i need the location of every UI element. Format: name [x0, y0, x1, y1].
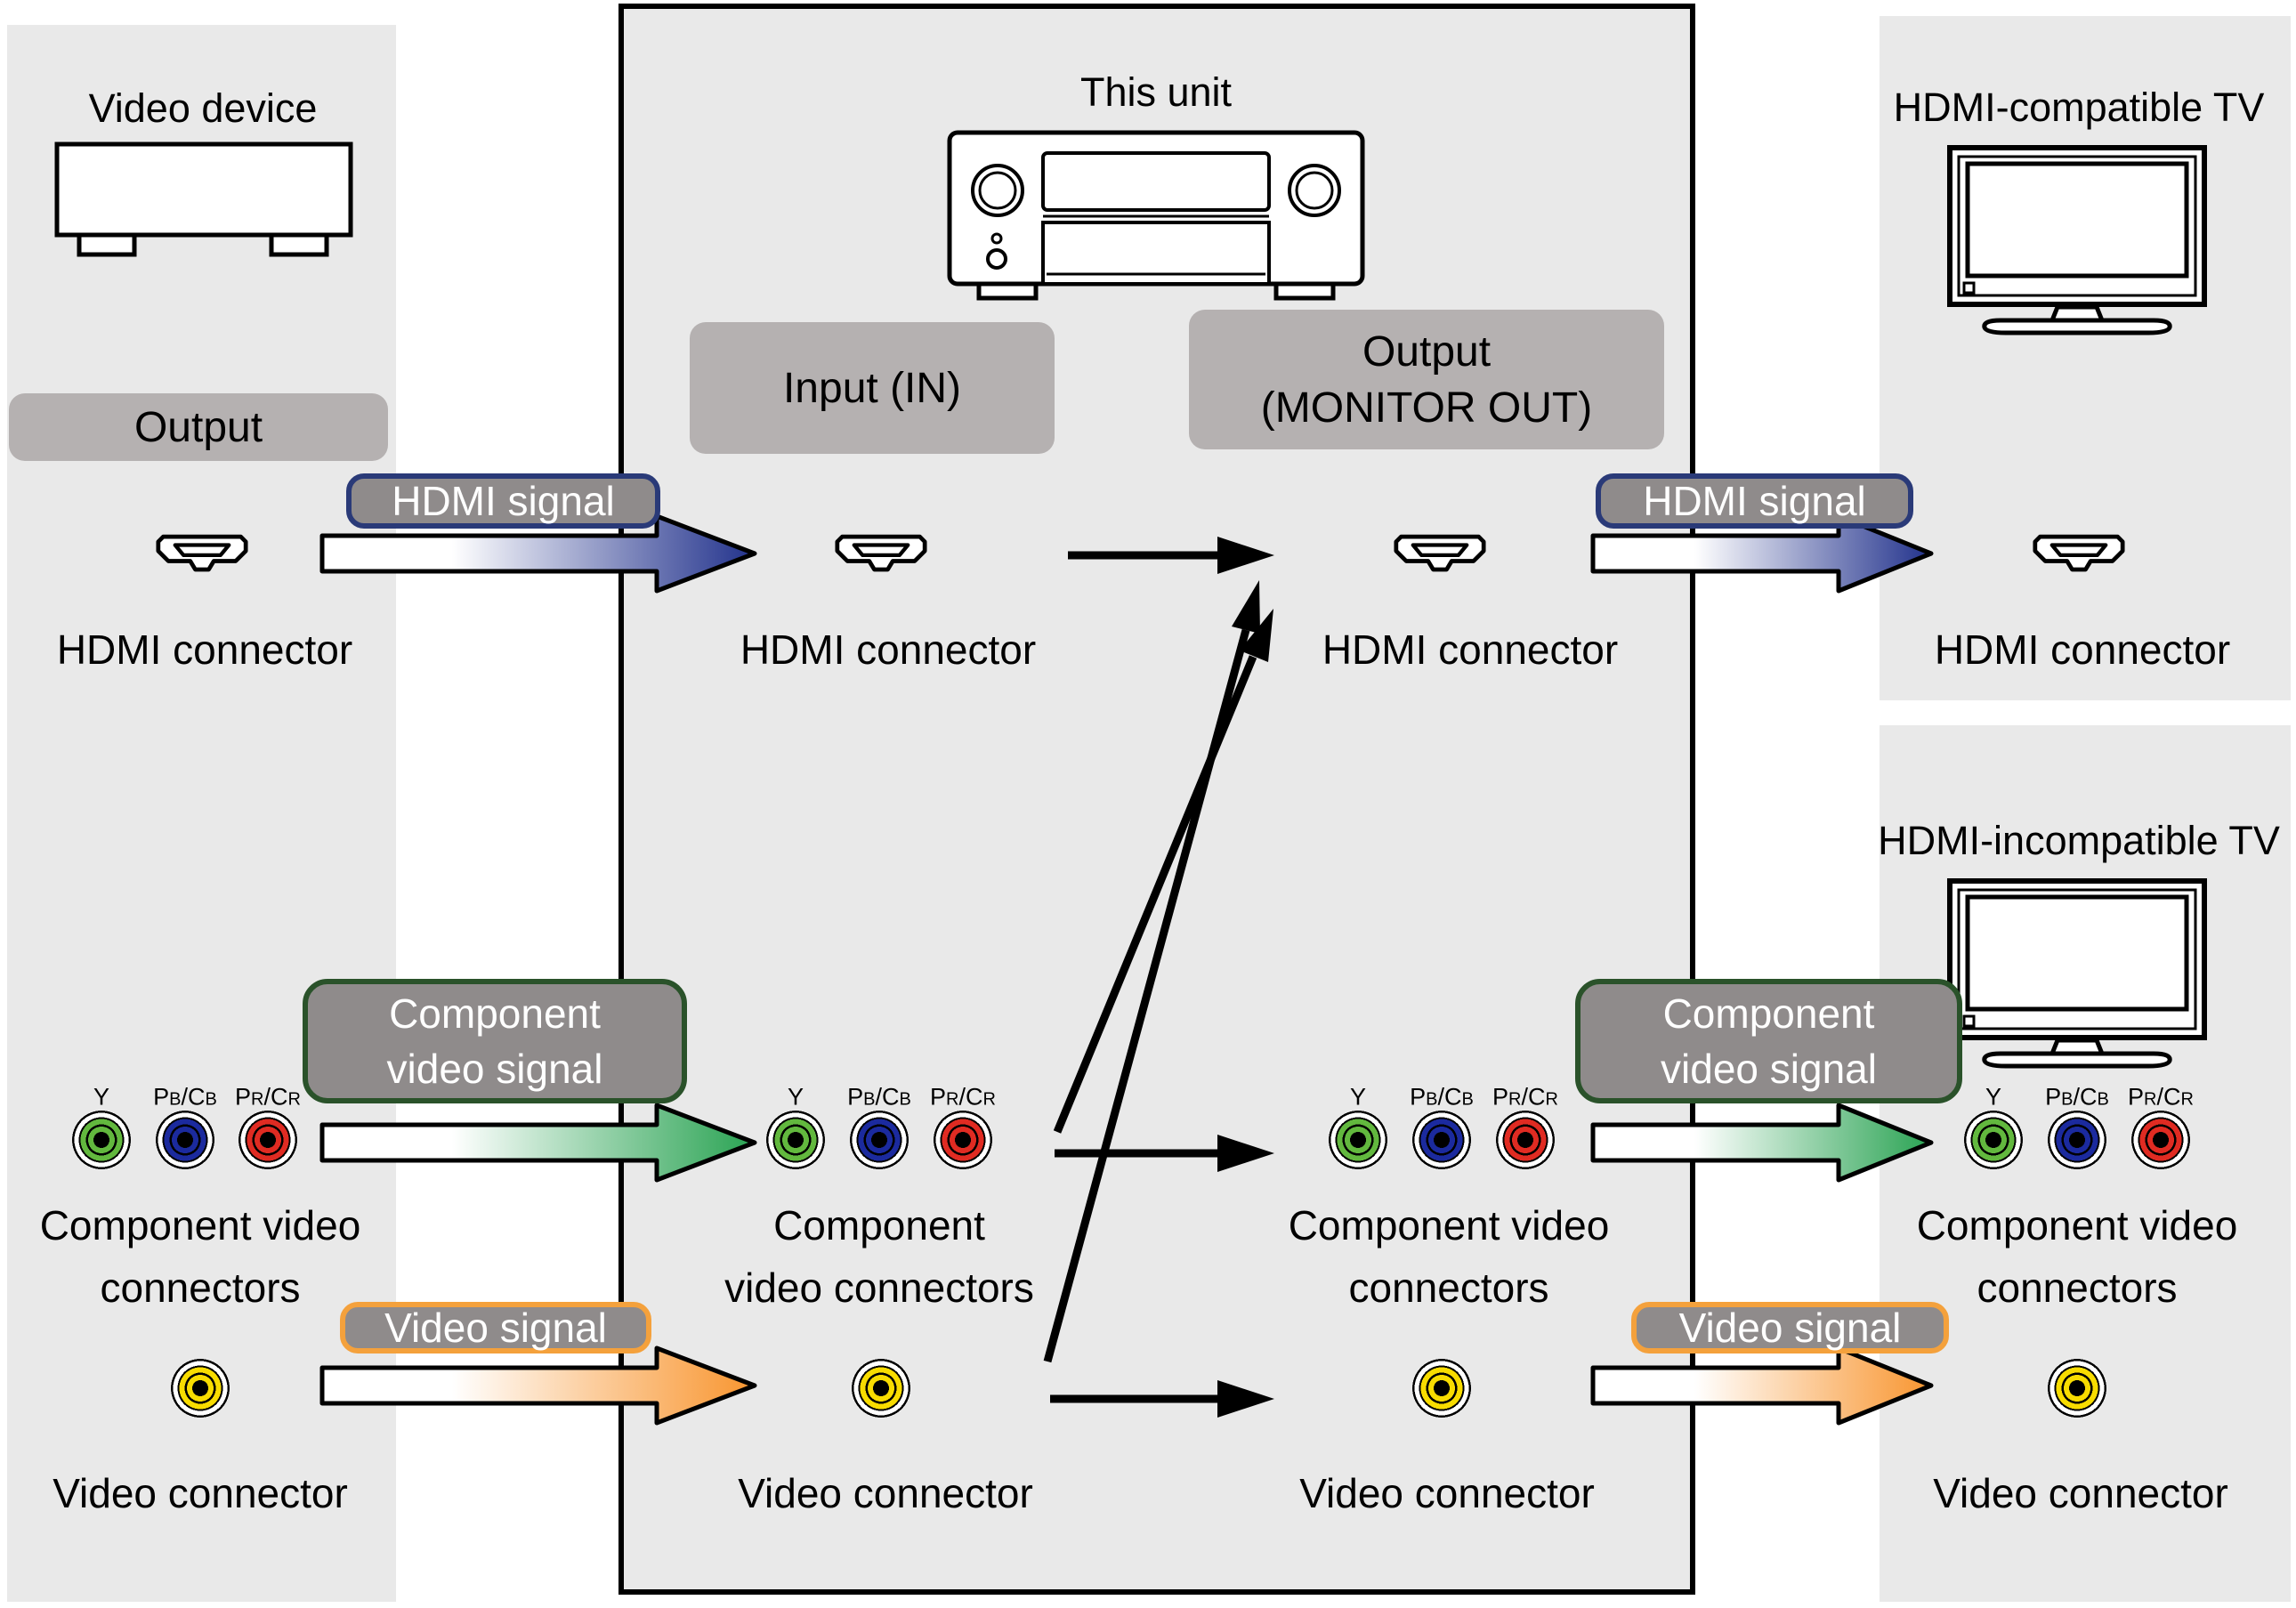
- component-signal-badge-right: Component video signal: [1575, 979, 1962, 1103]
- component-signal-arrow-right: [1590, 1103, 1934, 1183]
- jack-label-pb: PB/CB: [1410, 1083, 1474, 1111]
- component-jack-pb: [2048, 1111, 2106, 1169]
- video-jack-unit-out: [1412, 1359, 1471, 1418]
- non-hdmi-tv-title: HDMI-incompatible TV: [1878, 818, 2280, 863]
- video-jack-source: [171, 1359, 230, 1418]
- jack-label-y: Y: [93, 1083, 110, 1111]
- hdmi-connector-label-unit-in: HDMI connector: [740, 626, 1037, 673]
- jack-label-pr: PR/CR: [235, 1083, 301, 1111]
- video-jack-tv: [2048, 1359, 2106, 1418]
- component-jack-y: [766, 1111, 825, 1169]
- hdmi-tv-panel: [1880, 16, 2291, 700]
- hdmi-signal-label: HDMI signal: [1643, 478, 1866, 524]
- component-signal-line1: Component: [1662, 990, 1875, 1037]
- component-signal-badge-left: Component video signal: [303, 979, 687, 1103]
- video-signal-label: Video signal: [384, 1305, 607, 1351]
- monitor-out-line2: (MONITOR OUT): [1260, 384, 1593, 432]
- jack-label-pr: PR/CR: [930, 1083, 996, 1111]
- output-badge-label: Output: [133, 403, 263, 451]
- component-jack-pr: [2131, 1111, 2190, 1169]
- component-jack-pr: [934, 1111, 992, 1169]
- video-connector-label-source: Video connector: [53, 1470, 348, 1516]
- video-signal-badge-right: Video signal: [1631, 1302, 1949, 1353]
- jack-label-pb: PB/CB: [153, 1083, 217, 1111]
- video-signal-arrow-left: [319, 1345, 757, 1426]
- jack-label-y: Y: [1985, 1083, 2002, 1111]
- component-signal-arrow-left: [319, 1103, 757, 1183]
- monitor-out-line1: Output: [1362, 327, 1492, 376]
- video-passthrough-arrow: [1050, 1380, 1274, 1418]
- component-jack-pb: [156, 1111, 214, 1169]
- component-to-hdmi-upconvert-arrow: [1053, 609, 1273, 1134]
- non-hdmi-tv-icon: [1947, 878, 2207, 1069]
- jack-label-pr: PR/CR: [1492, 1083, 1558, 1111]
- video-to-hdmi-upconvert-arrow: [1043, 580, 1260, 1363]
- component-signal-line2: video signal: [1661, 1046, 1877, 1092]
- video-signal-arrow-right: [1590, 1345, 1934, 1426]
- hdmi-connector-label-tv: HDMI connector: [1934, 626, 2231, 673]
- output-badge: Output: [9, 393, 388, 461]
- video-connector-label-unit-in: Video connector: [738, 1470, 1033, 1516]
- component-jack-y: [72, 1111, 131, 1169]
- component-jack-y: [1964, 1111, 2023, 1169]
- video-signal-label: Video signal: [1678, 1305, 1902, 1351]
- component-passthrough-arrow: [1055, 1135, 1274, 1172]
- video-device-panel: [7, 25, 396, 1602]
- component-jack-y: [1329, 1111, 1387, 1169]
- hdmi-connector-label-source: HDMI connector: [56, 626, 353, 673]
- hdmi-connector-icon-unit-in: [835, 534, 927, 572]
- hdmi-passthrough-arrow: [1068, 537, 1274, 574]
- video-signal-badge-left: Video signal: [340, 1302, 651, 1353]
- input-in-badge: Input (IN): [690, 322, 1055, 454]
- jack-label-pb: PB/CB: [2045, 1083, 2109, 1111]
- hdmi-tv-title: HDMI-compatible TV: [1893, 85, 2265, 130]
- component-jack-pb: [850, 1111, 909, 1169]
- component-jack-pr: [1496, 1111, 1555, 1169]
- video-connector-label-tv: Video connector: [1933, 1470, 2228, 1516]
- hdmi-signal-arrow-left: [319, 513, 757, 594]
- jack-label-pr: PR/CR: [2128, 1083, 2194, 1111]
- component-jack-pb: [1412, 1111, 1471, 1169]
- hdmi-tv-icon: [1947, 145, 2207, 335]
- hdmi-connector-icon-tv: [2033, 534, 2125, 572]
- monitor-out-badge: Output (MONITOR OUT): [1189, 310, 1664, 449]
- hdmi-signal-badge-right: HDMI signal: [1596, 473, 1913, 529]
- av-receiver-icon: [947, 130, 1365, 301]
- video-device-icon: [54, 141, 353, 257]
- component-connectors-label-tv: Component video connectors: [1916, 1202, 2238, 1311]
- hdmi-signal-badge-left: HDMI signal: [346, 473, 660, 529]
- hdmi-connector-label-unit-out: HDMI connector: [1322, 626, 1619, 673]
- video-jack-unit-in: [852, 1359, 910, 1418]
- hdmi-connector-icon-unit-out: [1394, 534, 1486, 572]
- component-connectors-label-unit-in: Component video connectors: [724, 1202, 1034, 1311]
- jack-label-y: Y: [1349, 1083, 1367, 1111]
- video-device-title: Video device: [88, 85, 318, 131]
- jack-label-y: Y: [787, 1083, 804, 1111]
- jack-label-pb: PB/CB: [847, 1083, 911, 1111]
- component-connectors-label-unit-out: Component video connectors: [1288, 1202, 1610, 1311]
- input-in-badge-label: Input (IN): [782, 364, 962, 412]
- component-signal-line2: video signal: [386, 1046, 603, 1092]
- video-connector-label-unit-out: Video connector: [1299, 1470, 1595, 1516]
- component-signal-line1: Component: [389, 990, 601, 1037]
- hdmi-connector-icon-source: [156, 534, 248, 572]
- this-unit-title: This unit: [1079, 69, 1233, 115]
- component-connectors-label-source: Component video connectors: [39, 1202, 361, 1311]
- hdmi-signal-arrow-right: [1590, 513, 1934, 594]
- component-jack-pr: [238, 1111, 297, 1169]
- hdmi-signal-label: HDMI signal: [392, 478, 615, 524]
